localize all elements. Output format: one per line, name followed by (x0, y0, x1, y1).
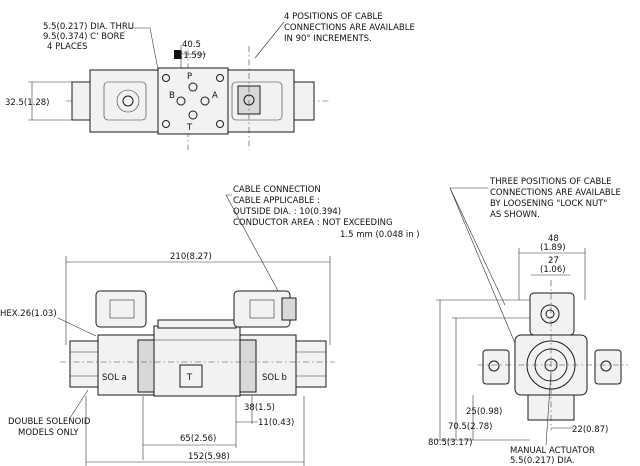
double-note-line-1: DOUBLE SOLENOID (8, 417, 91, 427)
hole-note-line-2: 9.5(0.374) C' BORE (43, 32, 125, 42)
side-cable-connector (529, 292, 575, 336)
dim-70: 70.5(2.78) (448, 422, 492, 432)
cable-spec-leader (225, 194, 284, 301)
mount-hole-icon (216, 120, 224, 128)
cable-spec-line-1: CABLE CONNECTION (233, 185, 321, 195)
dim-27-in: (1.06) (540, 265, 566, 275)
side-cable-note-line-2: CONNECTIONS ARE AVAILABLE (490, 188, 621, 198)
hole-note-leader (128, 27, 161, 81)
port-p-icon (188, 82, 198, 92)
front-view: CABLE CONNECTION CABLE APPLICABLE : OUTS… (0, 185, 420, 466)
mount-hole-icon (216, 74, 224, 82)
mount-hole-icon (162, 120, 170, 128)
dim-25: 25(0.98) (466, 407, 502, 417)
dim-65: 65(2.56) (180, 434, 216, 444)
side-cable-note-line-4: AS SHOWN. (490, 210, 540, 220)
side-cable-note-line-1: THREE POSITIONS OF CABLE (489, 177, 611, 187)
dim-152: 152(5.98) (188, 452, 230, 462)
manual-note-line-2: 5.5(0.217) DIA. (510, 456, 575, 466)
dim-48-in: (1.89) (540, 243, 566, 253)
valve-body-top (157, 67, 229, 135)
port-p-label: P (187, 72, 192, 82)
dim-11: 11(0.43) (258, 418, 294, 428)
dim-arrow-block (174, 50, 181, 59)
side-cable-note-line-3: BY LOOSENING "LOCK NUT" (490, 199, 607, 209)
top-cable-note-line-3: IN 90° INCREMENTS. (284, 34, 372, 44)
dim-offset-bottom: (1.59) (180, 51, 206, 61)
right-side-connector (594, 349, 622, 385)
dim-height-top: 32.5(1.28) (5, 98, 49, 108)
left-cable-connector (95, 290, 147, 328)
top-cable-note-line-2: CONNECTIONS ARE AVAILABLE (284, 23, 415, 33)
dim-48: 48 (548, 234, 559, 244)
port-b-icon (176, 96, 186, 106)
port-b-label: B (169, 91, 175, 101)
sol-a-label: SOL a (102, 373, 127, 383)
right-coil-cap (293, 81, 315, 121)
hole-note-line-1: 5.5(0.217) DIA. THRU (43, 22, 134, 32)
dim-overall: 210(8.27) (170, 252, 212, 262)
cable-spec-line-5: 1.5 mm (0.048 in ) (340, 230, 420, 240)
hole-note-line-3: 4 PLACES (47, 42, 88, 52)
dim-27: 27 (548, 256, 559, 266)
t-port-label: T (186, 373, 193, 383)
sol-b-label: SOL b (262, 373, 287, 383)
dim-22: 22(0.87) (572, 425, 608, 435)
dim-80: 80.5(3.17) (428, 438, 472, 448)
t-port-box (179, 364, 203, 388)
manual-note-line-1: MANUAL ACTUATOR (510, 446, 595, 456)
left-lock-nut (69, 340, 99, 388)
top-cable-note-leader (254, 21, 285, 59)
double-note-line-2: MODELS ONLY (18, 428, 79, 438)
dim-38: 38(1.5) (244, 403, 275, 413)
mount-hole-icon (162, 74, 170, 82)
side-view: THREE POSITIONS OF CABLE CONNECTIONS ARE… (428, 177, 628, 466)
hex-note: HEX.26(1.03) (0, 309, 57, 319)
right-lock-nut (295, 340, 327, 388)
left-coil-cap (71, 81, 91, 121)
cable-spec-line-2: CABLE APPLICABLE : (233, 196, 320, 206)
cable-gland (281, 297, 297, 321)
top-view: 5.5(0.217) DIA. THRU 9.5(0.374) C' BORE … (5, 12, 415, 150)
top-cable-note-line-1: 4 POSITIONS OF CABLE (284, 12, 383, 22)
left-coil-nut-icon (122, 95, 134, 107)
port-t-label: T (186, 123, 193, 133)
dim-offset-top: 40.5 (182, 40, 201, 50)
left-solenoid (89, 69, 159, 133)
port-t-icon (188, 110, 198, 120)
connector-screw-icon (545, 309, 555, 319)
cable-spec-line-4: CONDUCTOR AREA : NOT EXCEEDING (233, 218, 393, 228)
port-a-label: A (212, 91, 218, 101)
cable-spec-line-3: OUTSIDE DIA. : 10(0.394) (233, 207, 341, 217)
port-a-icon (200, 96, 210, 106)
left-side-connector (482, 349, 510, 385)
